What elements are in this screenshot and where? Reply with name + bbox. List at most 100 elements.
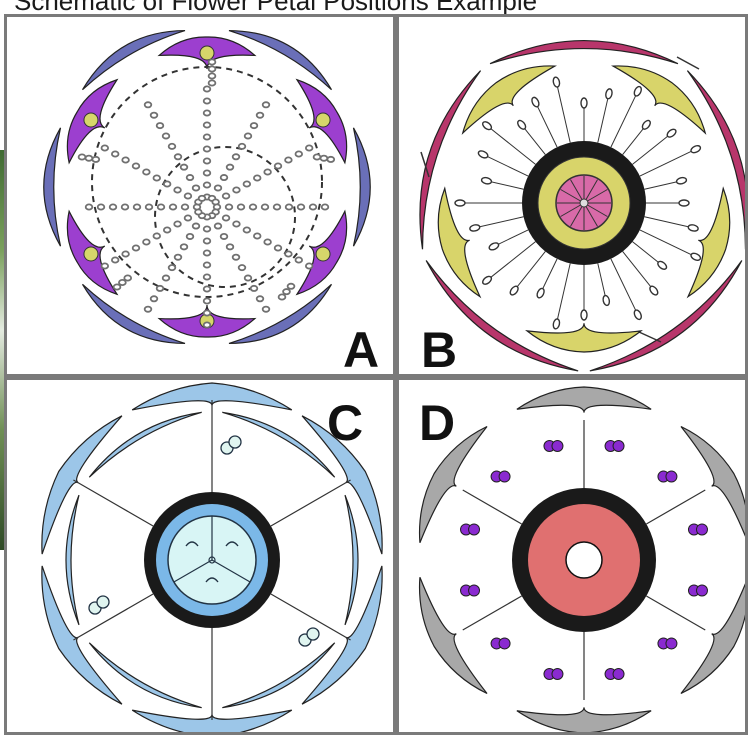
stamen-cluster: [84, 154, 94, 162]
stamen: [253, 174, 262, 182]
locule-divider: [173, 559, 213, 583]
gland-3: [315, 246, 331, 262]
edge-tick: [676, 56, 700, 70]
anther: [482, 275, 493, 285]
stamen: [202, 297, 212, 305]
stamen: [149, 295, 159, 303]
stamen: [100, 262, 110, 270]
stamen: [213, 184, 223, 192]
stamen: [284, 203, 294, 211]
filament: [493, 229, 529, 247]
anther: [480, 176, 493, 185]
stamen: [284, 250, 293, 258]
stamen: [236, 203, 246, 211]
stamen: [202, 309, 212, 317]
stamen: [202, 249, 212, 257]
stamen: [308, 203, 318, 211]
stamen: [179, 243, 189, 251]
anther: [633, 85, 642, 97]
filament: [622, 124, 647, 155]
stamen: [142, 238, 151, 246]
filament: [632, 241, 663, 266]
stamen: [100, 144, 110, 152]
stamen: [162, 226, 172, 234]
outer-sepal-4: [131, 709, 293, 732]
sepal-group: [43, 29, 371, 345]
sepal-5: [43, 127, 62, 247]
floral-diagram-c: [41, 382, 383, 732]
stamen: [263, 168, 272, 176]
stamen: [179, 163, 189, 171]
anther: [657, 260, 668, 270]
sepal-1: [489, 40, 679, 65]
stamen: [121, 156, 130, 164]
ovule-curl: [185, 541, 199, 547]
filament: [644, 180, 682, 190]
anther: [552, 76, 561, 88]
gland-6: [83, 112, 99, 128]
stamen: [120, 203, 130, 211]
anther: [551, 440, 564, 453]
ovule-curl: [225, 541, 239, 547]
cropped-heading-text: Schematic of Flower Petal Positions Exam…: [0, 0, 750, 18]
stamen: [108, 203, 118, 211]
stamen: [255, 295, 265, 303]
anther: [695, 523, 708, 536]
anther: [665, 470, 678, 483]
stamen: [202, 85, 212, 93]
sepal-2: [680, 425, 745, 537]
gland-5: [83, 246, 99, 262]
panel-a-diagram: A: [4, 14, 396, 377]
inner-sepal-5: [65, 494, 80, 626]
filament: [610, 91, 639, 148]
stamen: [202, 169, 212, 177]
stamen-cluster: [77, 153, 87, 161]
anther: [531, 96, 540, 108]
stamen: [255, 111, 265, 119]
stamen: [173, 220, 182, 228]
anther: [477, 150, 489, 159]
stamen: [261, 101, 271, 109]
stamen: [202, 225, 212, 233]
stamen: [284, 156, 293, 164]
stamen: [243, 274, 253, 282]
outer-sepal-5: [41, 565, 123, 705]
stamen: [232, 186, 241, 194]
filament: [486, 180, 524, 190]
sepal-6: [81, 29, 186, 91]
anther: [498, 470, 511, 483]
petal-group: [66, 36, 348, 338]
stamen: [272, 203, 282, 211]
stamen: [202, 285, 212, 293]
stamen: [304, 262, 314, 270]
stamen: [249, 122, 259, 130]
stamen: [173, 186, 182, 194]
anther: [454, 199, 466, 207]
anther-group: [88, 435, 320, 647]
stamen: [202, 321, 212, 329]
stamen: [273, 162, 283, 170]
anther: [678, 199, 690, 207]
stamen: [183, 214, 193, 222]
anther: [687, 224, 699, 232]
sepal-5: [418, 577, 488, 695]
panel-d-diagram: D: [396, 377, 748, 735]
stamen: [185, 174, 195, 182]
anther: [612, 440, 625, 453]
stamen: [304, 144, 314, 152]
anther-3-b: [306, 627, 320, 641]
stamen: [143, 101, 153, 109]
stamen: [231, 153, 241, 161]
stamen: [273, 244, 283, 252]
stamen: [320, 203, 330, 211]
stamen-cluster: [118, 279, 127, 287]
anther: [633, 309, 642, 321]
stamen: [180, 203, 190, 211]
panel-label-c: C: [327, 395, 364, 451]
stamen: [213, 222, 223, 230]
outer-sepal-1: [131, 382, 293, 411]
filament: [486, 125, 536, 165]
inner-sepal-3: [222, 642, 336, 709]
edge-tick: [638, 331, 662, 343]
anther-1-b: [228, 435, 242, 449]
